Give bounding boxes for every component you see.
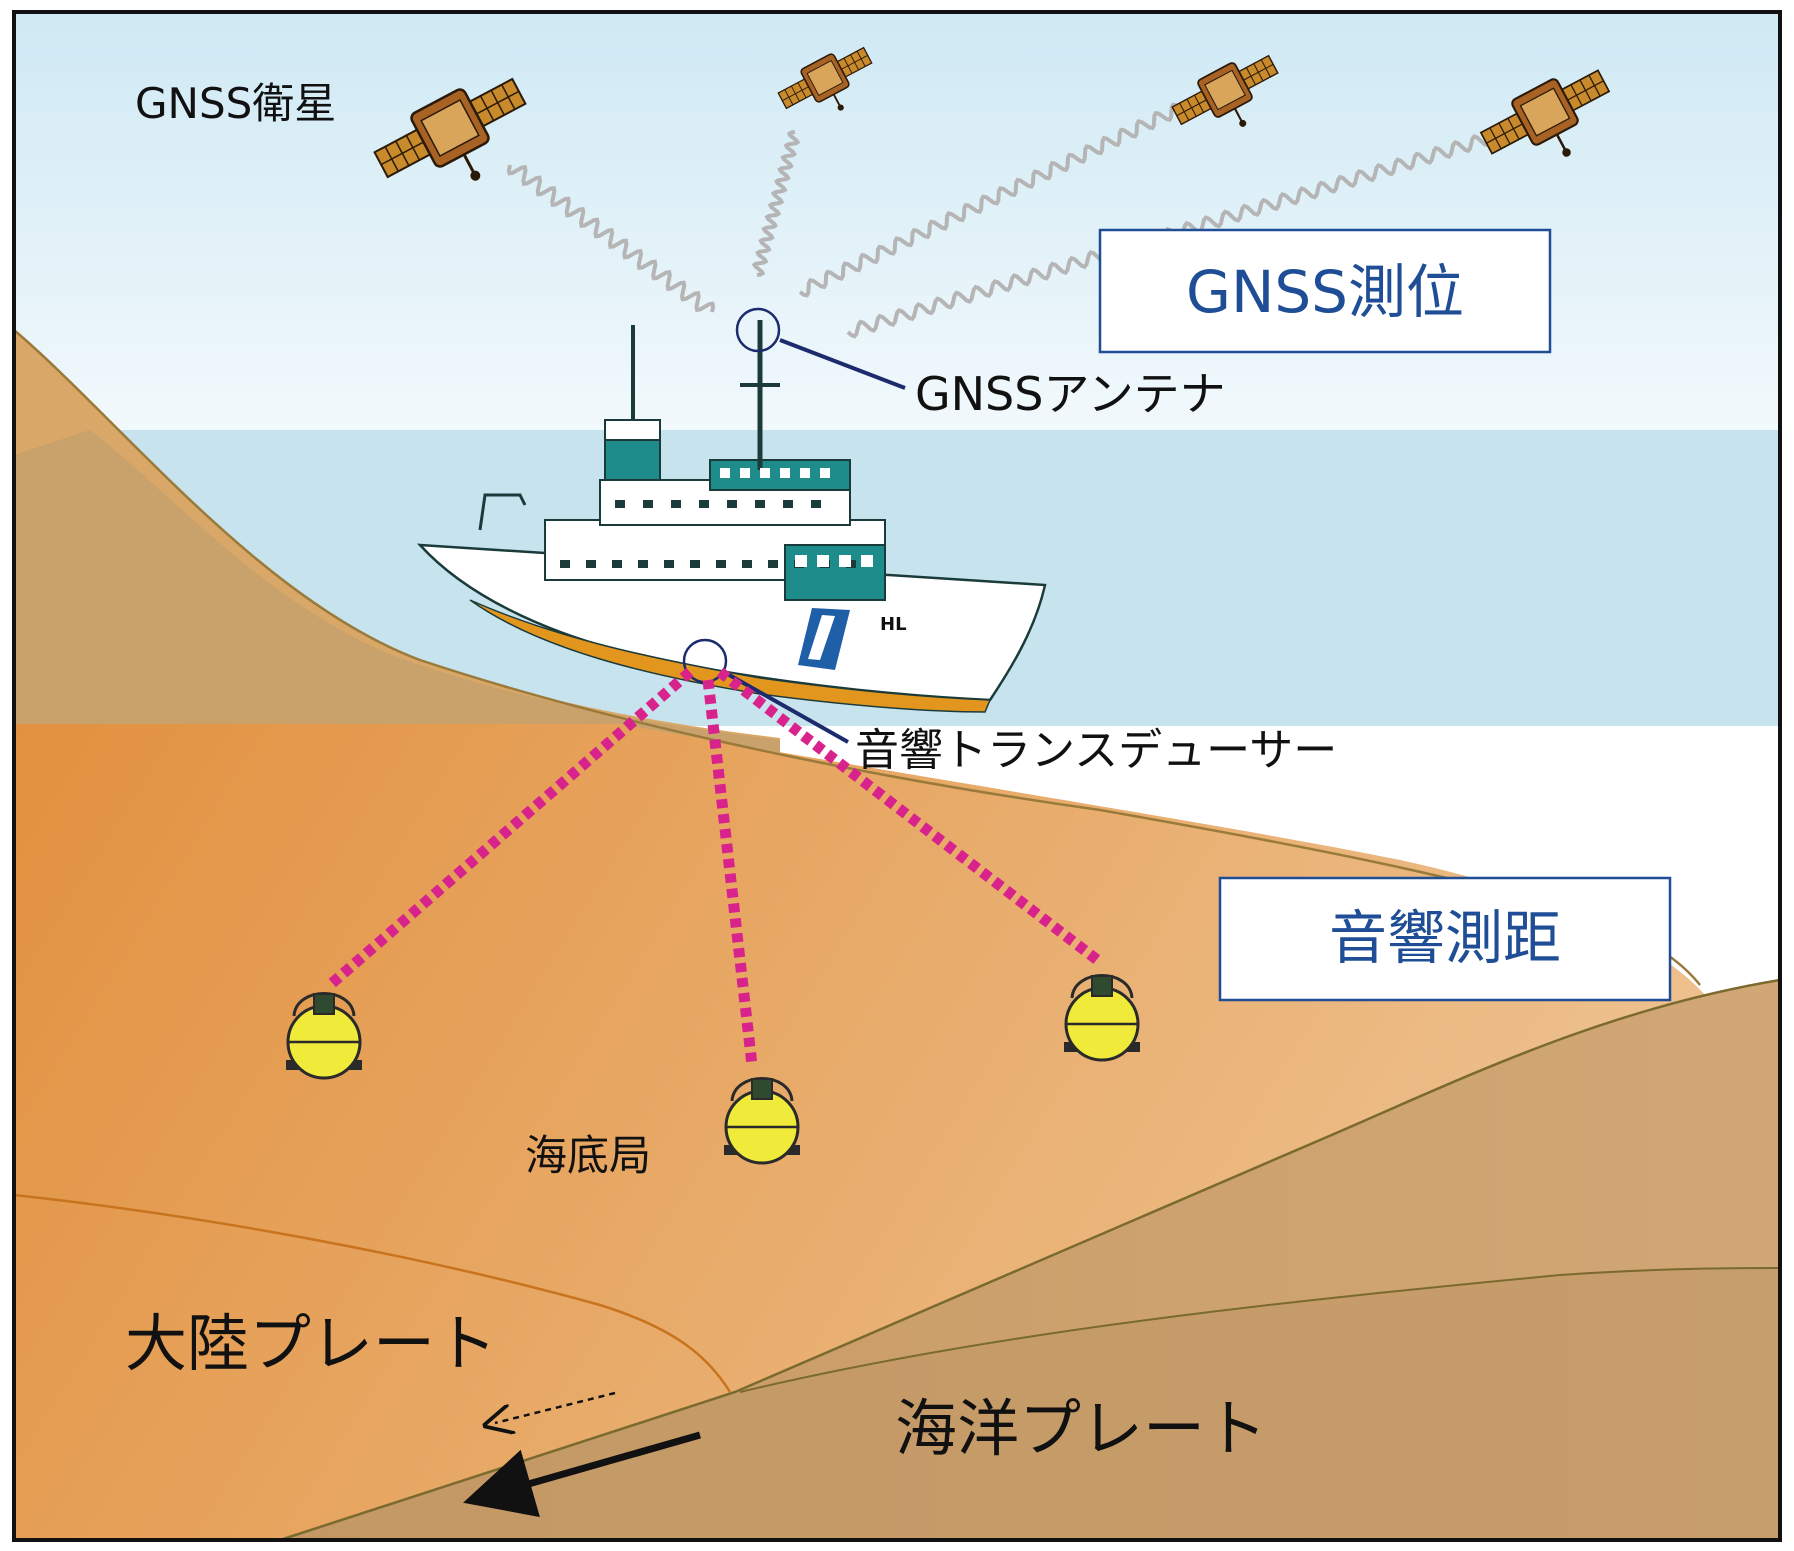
sky <box>14 12 1780 432</box>
satellite-icon <box>1479 69 1611 157</box>
signal-wave <box>798 102 1182 298</box>
seafloor-station-icon <box>724 1077 800 1165</box>
satellite-icon <box>1171 54 1279 127</box>
solar-panel <box>777 78 814 110</box>
frame <box>12 10 1782 1542</box>
ship-hull-stripe <box>469 599 992 713</box>
seafloor-station-icon <box>286 992 362 1080</box>
ship-bridge <box>784 544 886 601</box>
oceanic-plate-inner-line <box>739 1267 1781 1393</box>
ship-crane <box>478 493 527 531</box>
oceanic-plate-top-line <box>279 978 1781 1542</box>
station-transponder <box>313 993 335 1015</box>
gnss-positioning-box <box>1098 228 1552 354</box>
gnss-antenna-leader <box>779 338 906 390</box>
ship-windows <box>560 468 873 568</box>
gnss-antenna-label: GNSSアンテナ <box>915 367 1226 421</box>
oceanic-plate-motion-arrow <box>463 1431 701 1518</box>
satellite-icon <box>777 46 873 111</box>
ship-mark: HL <box>880 614 907 635</box>
acoustic-path <box>326 667 694 990</box>
solar-panel <box>1560 69 1611 112</box>
survey-ship-icon: HL <box>416 320 1047 713</box>
satellite-icon <box>373 77 527 181</box>
oceanic-plate-lower-layer <box>280 1268 1780 1540</box>
solar-panel <box>1479 112 1530 155</box>
gnss-antenna-marker <box>735 307 781 353</box>
acoustic-path <box>716 667 1104 967</box>
transducer-leader <box>723 670 849 744</box>
acoustic-ranging-box <box>1218 876 1672 1002</box>
satellites-label: GNSS衛星 <box>135 79 336 128</box>
acoustic-path <box>702 679 758 1066</box>
continental-plate-inner-line <box>13 1193 732 1393</box>
signal-wave <box>506 164 716 313</box>
acoustic-ranging-label: 音響測距 <box>1329 904 1561 972</box>
transducer-label: 音響トランスデューサー <box>855 725 1337 776</box>
seafloor-station-icon <box>1064 974 1140 1062</box>
signal-wave <box>751 130 801 277</box>
gnss-positioning-label: GNSS測位 <box>1186 258 1464 326</box>
oceanic-plate-label: 海洋プレート <box>895 1392 1267 1465</box>
station-transponder <box>751 1078 773 1100</box>
seafloor-station-label: 海底局 <box>525 1131 651 1180</box>
acoustic-paths <box>326 667 1104 1066</box>
continental-plate-label: 大陸プレート <box>125 1307 497 1380</box>
continental-plate-motion-arrow <box>495 1391 616 1423</box>
station-transponder <box>1091 975 1113 997</box>
ship-emblem-stripe <box>808 615 835 660</box>
ship-funnel-top <box>604 419 661 441</box>
